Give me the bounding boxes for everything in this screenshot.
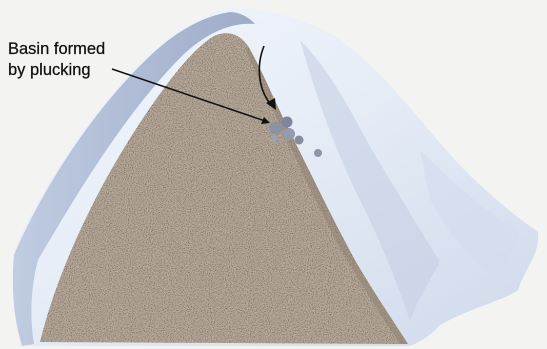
basin-label-line-1: Basin formed: [8, 39, 105, 59]
basin-label-line-2: by plucking: [8, 60, 91, 80]
